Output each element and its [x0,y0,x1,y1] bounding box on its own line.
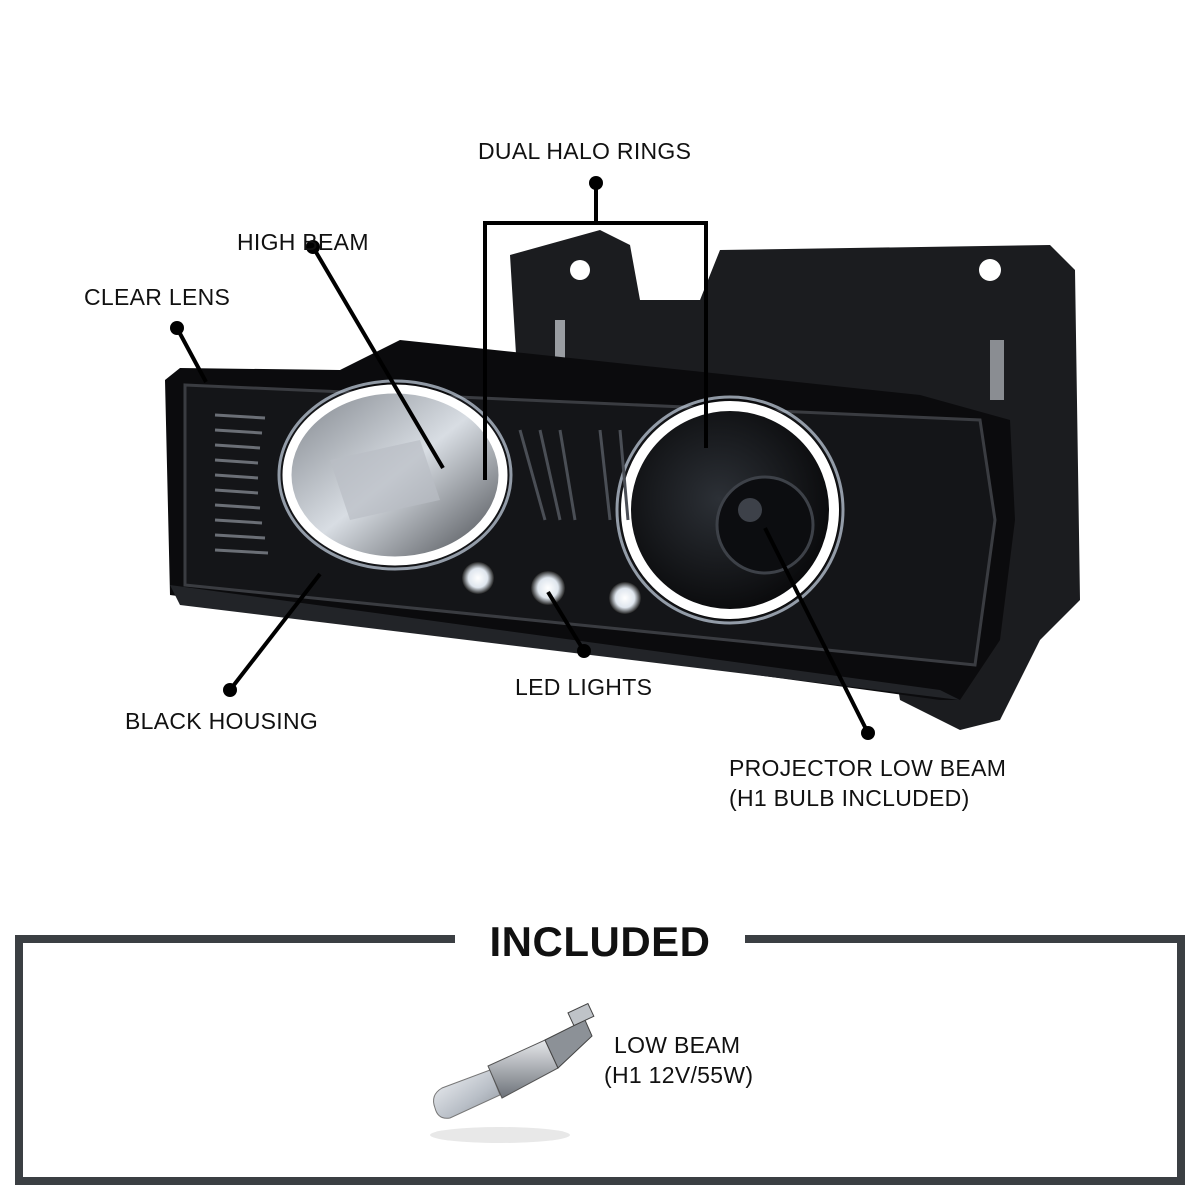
led-lights [462,562,641,614]
included-box-top-left [15,935,455,943]
label-projector-line1: PROJECTOR LOW BEAM [729,755,1007,781]
included-box-bottom [15,1177,1185,1185]
callout-dot-projector [861,726,875,740]
h1-bulb-image [430,1002,595,1143]
label-clear-lens: CLEAR LENS [84,284,231,310]
label-projector-low-beam: PROJECTOR LOW BEAM (H1 BULB INCLUDED) [729,753,1006,813]
label-dual-halo-rings: DUAL HALO RINGS [478,138,692,164]
callout-dot-led [577,644,591,658]
callout-dot-high-beam [306,240,320,254]
label-black-housing: BLACK HOUSING [125,708,319,734]
included-item-label: LOW BEAM (H1 12V/55W) [604,1030,753,1090]
included-title: INCLUDED [489,918,711,965]
included-item-line2: (H1 12V/55W) [604,1062,754,1088]
label-led-lights: LED LIGHTS [515,674,653,700]
label-high-beam: HIGH BEAM [237,229,369,255]
included-item-line1: LOW BEAM [614,1032,741,1058]
center-divider [518,429,630,521]
included-box-top-right [745,935,1185,943]
included-box-left [15,935,23,1185]
included-box-right [1177,935,1185,1185]
callout-dot-clear-lens [170,321,184,335]
label-projector-line2: (H1 BULB INCLUDED) [729,785,970,811]
reflector-fins-left [214,413,269,555]
callout-dot-black-housing [223,683,237,697]
callout-dot-dual-halo [589,176,603,190]
